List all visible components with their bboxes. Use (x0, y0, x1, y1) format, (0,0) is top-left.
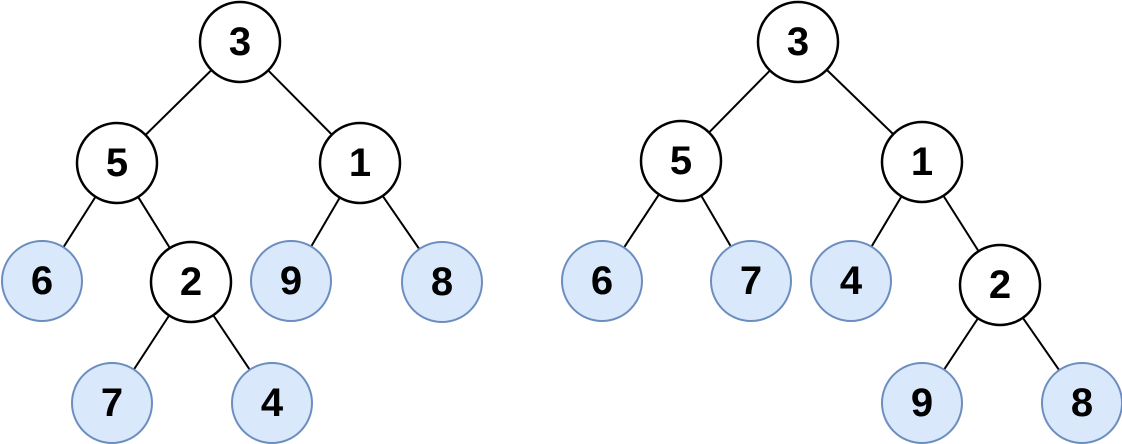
leaf-node-circle (1, 240, 83, 322)
node-value-label: 2 (180, 260, 202, 304)
tree-node-6-leaf: 6 (561, 240, 643, 322)
node-value-label: 7 (101, 381, 123, 425)
tree-node-1-internal: 1 (880, 120, 964, 204)
tree-node-2-internal: 2 (958, 243, 1042, 327)
internal-node-circle (75, 121, 159, 205)
internal-node-circle (149, 240, 233, 324)
tree-node-4-leaf: 4 (810, 240, 892, 322)
node-value-label: 5 (670, 139, 692, 183)
node-value-label: 1 (349, 141, 371, 185)
binary-tree-2: 3 5 1 6 7 4 2 9 8 (561, 0, 1122, 444)
internal-node-circle (880, 120, 964, 204)
tree-node-3-internal: 3 (198, 0, 282, 84)
node-value-label: 4 (261, 381, 284, 425)
node-value-label: 1 (911, 140, 933, 184)
tree-node-6-leaf: 6 (1, 240, 83, 322)
leaf-node-circle (881, 362, 963, 444)
tree-node-1-internal: 1 (318, 121, 402, 205)
leaf-node-circle (250, 240, 332, 322)
internal-node-circle (756, 0, 840, 84)
node-value-label: 7 (740, 259, 762, 303)
leaf-node-circle (401, 241, 483, 323)
leaf-node-circle (71, 362, 153, 444)
node-value-label: 6 (31, 259, 53, 303)
node-value-label: 3 (787, 20, 809, 64)
leaf-node-circle (810, 240, 892, 322)
tree-node-8-leaf: 8 (401, 241, 483, 323)
tree-node-4-leaf: 4 (231, 362, 313, 444)
leaf-node-circle (1041, 362, 1122, 444)
internal-node-circle (318, 121, 402, 205)
node-value-label: 8 (1071, 381, 1093, 425)
leaf-node-circle (710, 240, 792, 322)
tree-node-2-internal: 2 (149, 240, 233, 324)
internal-node-circle (639, 119, 723, 203)
tree-node-9-leaf: 9 (250, 240, 332, 322)
tree-node-9-leaf: 9 (881, 362, 963, 444)
node-value-label: 8 (431, 260, 453, 304)
leaf-node-circle (231, 362, 313, 444)
internal-node-circle (958, 243, 1042, 327)
tree-node-5-internal: 5 (639, 119, 723, 203)
node-value-label: 9 (911, 381, 933, 425)
node-value-label: 3 (229, 20, 251, 64)
node-value-label: 2 (989, 263, 1011, 307)
node-value-label: 5 (106, 141, 128, 185)
binary-tree-1: 3 5 1 6 2 9 8 7 4 (1, 0, 483, 444)
tree-node-5-internal: 5 (75, 121, 159, 205)
internal-node-circle (198, 0, 282, 84)
tree-node-3-internal: 3 (756, 0, 840, 84)
tree-node-7-leaf: 7 (710, 240, 792, 322)
node-value-label: 6 (591, 259, 613, 303)
tree-node-8-leaf: 8 (1041, 362, 1122, 444)
tree-node-7-leaf: 7 (71, 362, 153, 444)
node-value-label: 4 (840, 259, 863, 303)
leaf-node-circle (561, 240, 643, 322)
node-value-label: 9 (280, 259, 302, 303)
